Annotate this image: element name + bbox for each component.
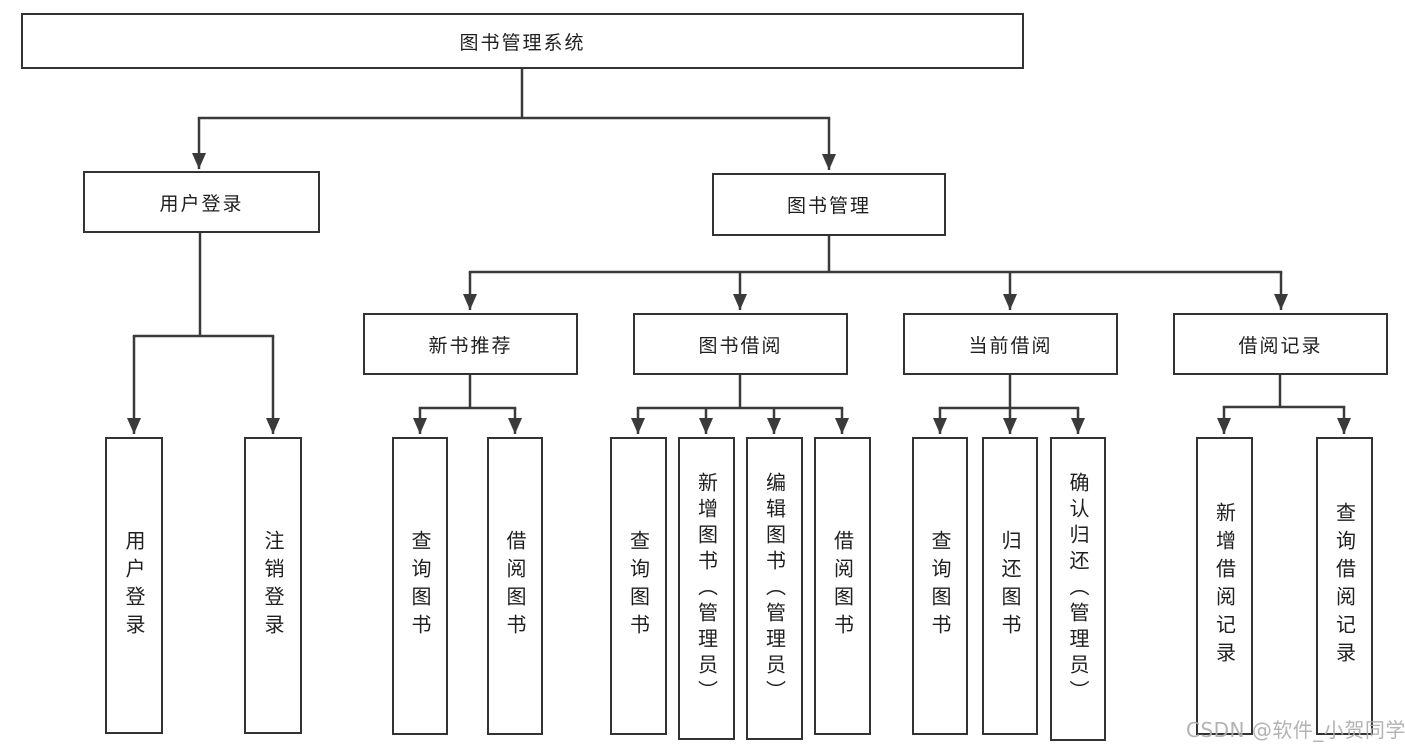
node-leaf-add-borrow-record: 新增借阅记录 — [1196, 437, 1253, 735]
node-leaf-user-login: 用户登录 — [105, 437, 163, 734]
node-borrow-records: 借阅记录 — [1173, 313, 1388, 375]
node-leaf-query-borrow-record: 查询借阅记录 — [1316, 437, 1373, 735]
node-leaf-return-book: 归还图书 — [982, 437, 1038, 735]
node-book-management-branch: 图书管理 — [712, 173, 946, 236]
node-leaf-borrow-book-2: 借阅图书 — [814, 437, 871, 735]
node-leaf-logout: 注销登录 — [244, 437, 302, 734]
node-library-system-root: 图书管理系统 — [21, 13, 1024, 69]
node-leaf-query-book-1: 查询图书 — [392, 437, 448, 735]
node-new-book-recommend: 新书推荐 — [363, 313, 578, 375]
node-book-borrow: 图书借阅 — [633, 313, 848, 375]
node-user-login-branch: 用户登录 — [83, 171, 320, 233]
node-leaf-confirm-return-admin: 确认归还（管理员） — [1050, 437, 1106, 741]
node-leaf-query-book-2: 查询图书 — [610, 437, 667, 735]
node-leaf-edit-book-admin: 编辑图书（管理员） — [746, 437, 803, 740]
node-leaf-add-book-admin: 新增图书（管理员） — [678, 437, 735, 740]
node-leaf-query-book-3: 查询图书 — [912, 437, 968, 735]
node-leaf-borrow-book-1: 借阅图书 — [487, 437, 543, 735]
csdn-watermark: CSDN @软件_小贺同学 — [1186, 718, 1405, 742]
connector-arrows — [127, 118, 1351, 434]
node-current-borrow: 当前借阅 — [903, 313, 1118, 375]
